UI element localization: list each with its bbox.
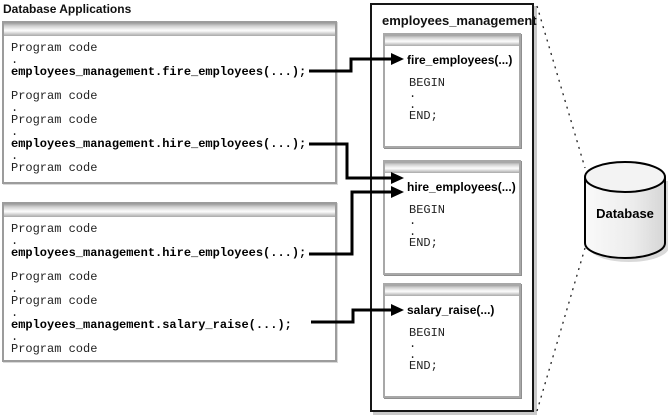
code-line-call-hire: employees_management.hire_employees(...)… (11, 246, 307, 260)
body-line: END; (409, 236, 438, 250)
code-line: Program code (11, 161, 98, 175)
code-listing-1: Program code . employees_management.fire… (4, 38, 335, 174)
body-line: . (409, 87, 417, 101)
code-line: . (11, 306, 19, 320)
dashed-link-top (536, 5, 586, 169)
code-line: . (11, 330, 19, 344)
code-line-call-fire: employees_management.fire_employees(...)… (11, 65, 307, 79)
dashed-link-bottom (536, 247, 586, 412)
code-line: . (11, 282, 19, 296)
subprogram-name: hire_employees(...) (407, 180, 516, 194)
body-line: END; (409, 109, 438, 123)
code-line: Program code (11, 294, 98, 308)
code-line: Program code (11, 41, 98, 55)
subprogram-name: salary_raise(...) (407, 303, 495, 317)
code-line: Program code (11, 113, 98, 127)
body-line: . (409, 348, 417, 362)
app-code-box-2: Program code . employees_management.hire… (2, 202, 337, 362)
code-line: Program code (11, 270, 98, 284)
code-line: . (11, 234, 19, 248)
subprogram-name: fire_employees(...) (407, 53, 513, 67)
code-line: Program code (11, 342, 98, 356)
body-line: BEGIN (409, 326, 446, 340)
package-panel: employees_management fire_employees(...)… (370, 3, 537, 412)
body-line: . (409, 214, 417, 228)
body-line: BEGIN (409, 76, 446, 90)
window-title-bar (385, 285, 519, 298)
code-line: Program code (11, 222, 98, 236)
subprogram-box-hire: hire_employees(...) BEGIN . . END; (383, 160, 521, 275)
body-line: . (409, 98, 417, 112)
code-line: . (11, 125, 19, 139)
diagram-title: Database Applications (3, 2, 132, 16)
window-title-bar (385, 35, 519, 48)
subprogram-box-fire: fire_employees(...) BEGIN . . END; (383, 33, 521, 148)
body-line: END; (409, 359, 438, 373)
code-line: . (11, 149, 19, 163)
database-label: Database (596, 206, 654, 221)
subprogram-body: BEGIN . . END; (385, 76, 519, 123)
code-line: . (11, 53, 19, 67)
subprogram-body: BEGIN . . END; (385, 203, 519, 250)
code-listing-2: Program code . employees_management.hire… (4, 219, 335, 355)
code-line: . (11, 101, 19, 115)
code-line-call-hire: employees_management.hire_employees(...)… (11, 137, 307, 151)
code-line-call-salary: employees_management.salary_raise(...); (11, 318, 292, 332)
body-line: . (409, 337, 417, 351)
body-line: . (409, 225, 417, 239)
subprogram-box-salary: salary_raise(...) BEGIN . . END; (383, 283, 521, 398)
window-title-bar (385, 162, 519, 175)
body-line: BEGIN (409, 203, 446, 217)
app-code-box-1: Program code . employees_management.fire… (2, 21, 337, 184)
code-line: Program code (11, 89, 98, 103)
package-title: employees_management (382, 13, 537, 28)
window-title-bar (4, 204, 335, 219)
window-title-bar (4, 23, 335, 38)
subprogram-body: BEGIN . . END; (385, 326, 519, 373)
